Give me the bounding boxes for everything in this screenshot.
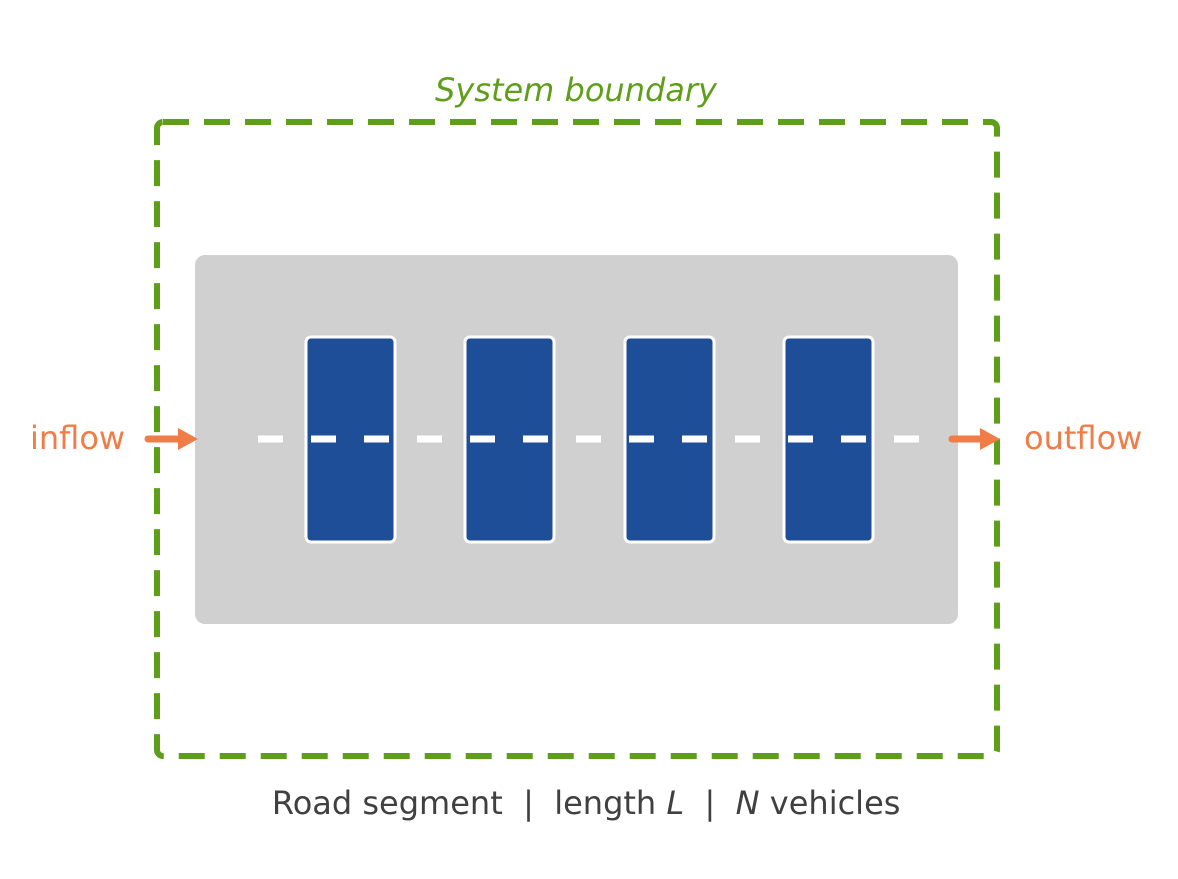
boundary-title: System boundary xyxy=(435,71,718,109)
vehicle-4 xyxy=(782,335,875,544)
vehicle-3 xyxy=(623,335,716,544)
inflow-arrow-head xyxy=(178,428,198,450)
caption: Road segment | length L | N vehicles xyxy=(221,784,931,822)
vehicle-1 xyxy=(304,335,397,544)
outflow-label: outflow xyxy=(1024,419,1142,457)
caption-part3: vehicles xyxy=(760,784,901,822)
vehicle-2 xyxy=(463,335,556,544)
caption-var-vehicles: N xyxy=(736,784,760,822)
vehicle-group xyxy=(304,335,875,544)
caption-part2: | xyxy=(684,784,735,822)
inflow-label: inflow xyxy=(30,419,125,457)
caption-var-length: L xyxy=(666,784,684,822)
outflow-arrow-head xyxy=(980,428,1000,450)
caption-part1: Road segment | length xyxy=(272,784,666,822)
